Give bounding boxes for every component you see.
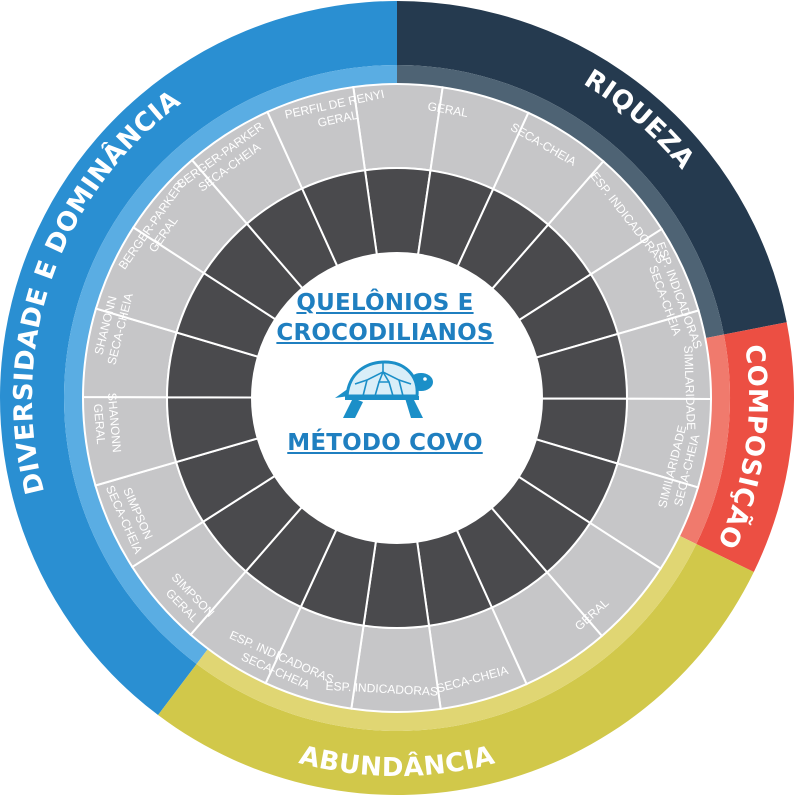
center-subtitle[interactable]: MÉTODO COVO — [287, 430, 483, 456]
light-segment — [350, 624, 442, 713]
subcategory-band-composicao — [679, 334, 730, 544]
subcategory-label-abundancia-2: ESP. INDICADORAS — [325, 679, 438, 699]
subcategory-band-riqueza — [397, 65, 724, 339]
subcategory-band-ring — [64, 65, 730, 731]
turtle-icon — [335, 360, 433, 418]
subcategory-label-composicao-0: SIMILARIDADE — [681, 345, 698, 430]
category-band-composicao — [696, 322, 794, 573]
category-band-diversidade — [0, 1, 398, 716]
category-band-abundancia — [158, 543, 754, 795]
subcategory-label-diversidade-2: GERAL — [91, 403, 109, 445]
subcategory-label-diversidade-2: SHANONN — [105, 392, 124, 453]
dark-segment-ring — [165, 167, 629, 629]
light-segment-ring — [81, 83, 713, 713]
center-title-line-1[interactable]: QUELÔNIOS E — [296, 290, 474, 316]
center-label: QUELÔNIOS E CROCODILIANOS MÉTODO COVO — [250, 288, 520, 458]
category-band-riqueza — [397, 1, 787, 335]
center-title-line-2[interactable]: CROCODILIANOS — [276, 320, 494, 346]
